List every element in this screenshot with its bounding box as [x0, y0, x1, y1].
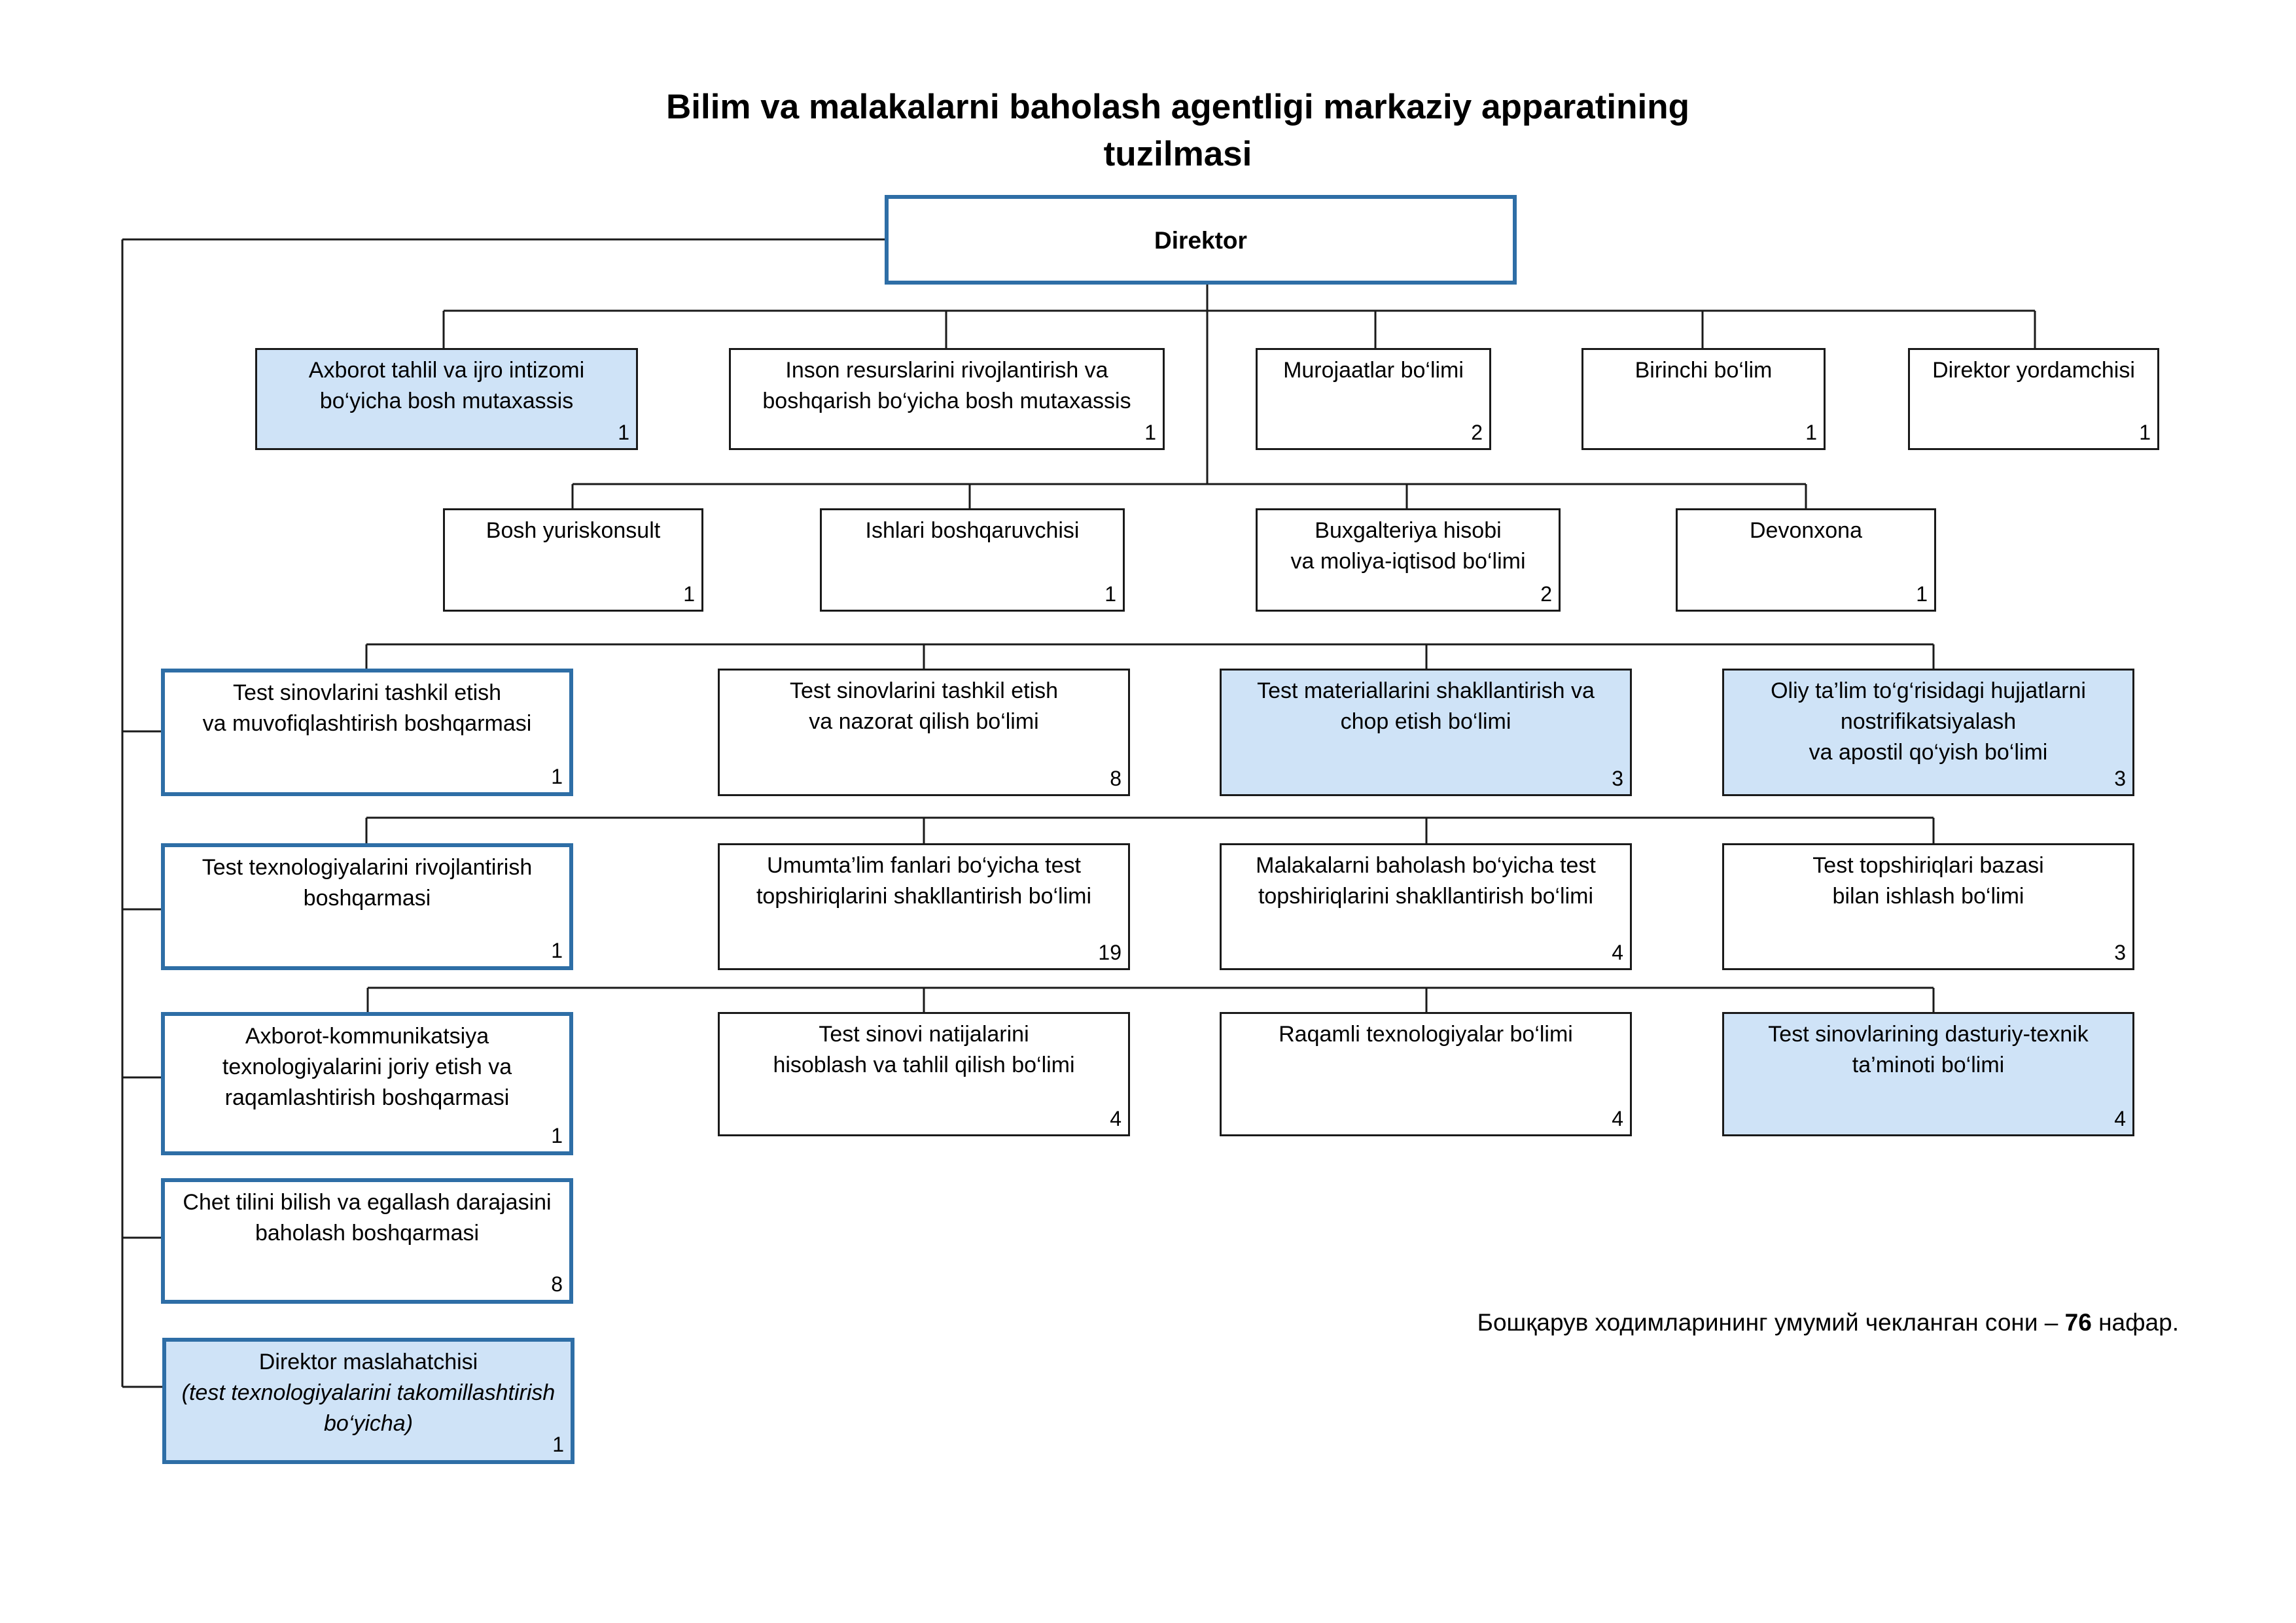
staff-count: 1 — [551, 939, 563, 962]
director-box: Direktor — [885, 195, 1517, 285]
box-name: Test texnologiyalarini rivojlantirish bo… — [202, 855, 533, 911]
box-name: Ishlari boshqaruvchisi — [865, 518, 1080, 543]
staff-count: 1 — [551, 1124, 563, 1147]
staff-count: 3 — [1612, 767, 1623, 790]
staff-count: 4 — [2114, 1107, 2126, 1130]
box-name: Raqamli texnologiyalar bo‘limi — [1279, 1022, 1573, 1047]
title-line-2: tuzilmasi — [1103, 135, 1252, 173]
staff-count: 4 — [1110, 1107, 1122, 1130]
box-name: Malakalarni baholash bo‘yicha test topsh… — [1256, 853, 1596, 909]
box-name: Test topshiriqlari bazasi bilan ishlash … — [1812, 853, 2044, 909]
box-name: Axborot tahlil va ijro intizomi bo‘yicha… — [308, 358, 585, 413]
box-test-technology-administration: Test texnologiyalarini rivojlantirish bo… — [161, 843, 573, 970]
box-name: Direktor maslahatchisi — [258, 1350, 478, 1374]
staff-count: 1 — [552, 1433, 564, 1456]
box-ict-administration: Axborot-kommunikatsiya texnologiyalarini… — [161, 1012, 573, 1155]
box-name: Test sinovi natijalarini hisoblash va ta… — [773, 1022, 1075, 1077]
box-name: Oliy ta’lim to‘g‘risidagi hujjatlarni no… — [1771, 678, 2086, 765]
staff-count: 19 — [1098, 941, 1122, 964]
box-name: Test materiallarini shakllantirish va ch… — [1257, 678, 1595, 734]
box-accounting-department: Buxgalteriya hisobi va moliya-iqtisod bo… — [1256, 508, 1561, 612]
box-name: Devonxona — [1749, 518, 1862, 543]
staff-count: 1 — [2139, 421, 2151, 444]
staff-count: 4 — [1612, 941, 1623, 964]
staff-count: 1 — [618, 421, 629, 444]
box-digital-technologies-department: Raqamli texnologiyalar bo‘limi 4 — [1220, 1012, 1632, 1136]
box-name: Buxgalteriya hisobi va moliya-iqtisod bo… — [1290, 518, 1526, 574]
box-software-support-department: Test sinovlarining dasturiy-texnik ta’mi… — [1722, 1012, 2134, 1136]
box-foreign-language-assessment-administration: Chet tilini bilish va egallash darajasin… — [161, 1178, 573, 1304]
staff-count: 1 — [551, 765, 563, 788]
box-test-control-department: Test sinovlarini tashkil etish va nazora… — [718, 669, 1130, 796]
staff-count: 1 — [683, 582, 695, 606]
box-test-results-department: Test sinovi natijalarini hisoblash va ta… — [718, 1012, 1130, 1136]
box-information-analysis-specialist: Axborot tahlil va ijro intizomi bo‘yicha… — [255, 348, 638, 450]
staff-count: 1 — [1916, 582, 1928, 606]
box-name: Umumta’lim fanlari bo‘yicha test topshir… — [756, 853, 1092, 909]
note-suffix: нафар. — [2091, 1309, 2179, 1336]
box-director-assistant: Direktor yordamchisi 1 — [1908, 348, 2159, 450]
director-label: Direktor — [1154, 227, 1247, 254]
box-name: Inson resurslarini rivojlantirish va bos… — [762, 358, 1131, 413]
title-line-1: Bilim va malakalarni baholash agentligi … — [665, 88, 1690, 126]
box-test-organization-administration: Test sinovlarini tashkil etish va muvofi… — [161, 669, 573, 796]
staff-count: 1 — [1805, 421, 1817, 444]
box-office-manager: Ishlari boshqaruvchisi 1 — [820, 508, 1125, 612]
box-name: Bosh yuriskonsult — [486, 518, 661, 543]
box-test-database-department: Test topshiriqlari bazasi bilan ishlash … — [1722, 843, 2134, 970]
box-hr-specialist: Inson resurslarini rivojlantirish va bos… — [729, 348, 1165, 450]
staff-count: 3 — [2114, 767, 2126, 790]
box-name: Birinchi bo‘lim — [1634, 358, 1773, 383]
box-chancellery: Devonxona 1 — [1676, 508, 1936, 612]
box-general-education-tests-department: Umumta’lim fanlari bo‘yicha test topshir… — [718, 843, 1130, 970]
staff-count: 3 — [2114, 941, 2126, 964]
page-title: Bilim va malakalarni baholash agentligi … — [589, 84, 1767, 178]
box-subtitle: (test texnologiyalarini takomillashtiris… — [181, 1380, 556, 1436]
staff-count: 2 — [1540, 582, 1552, 606]
box-director-advisor: Direktor maslahatchisi (test texnologiya… — [162, 1338, 574, 1464]
box-first-department: Birinchi bo‘lim 1 — [1581, 348, 1826, 450]
box-skills-assessment-tests-department: Malakalarni baholash bo‘yicha test topsh… — [1220, 843, 1632, 970]
staff-count: 1 — [1104, 582, 1116, 606]
staff-count: 4 — [1612, 1107, 1623, 1130]
box-name: Test sinovlarining dasturiy-texnik ta’mi… — [1768, 1022, 2089, 1077]
box-appeals-department: Murojaatlar bo‘limi 2 — [1256, 348, 1491, 450]
box-name: Test sinovlarini tashkil etish va muvofi… — [202, 680, 532, 736]
total-staff-note: Бошқарув ходимларининг умумий чекланган … — [1368, 1307, 2179, 1338]
box-name: Direktor yordamchisi — [1932, 358, 2135, 383]
box-test-materials-department: Test materiallarini shakllantirish va ch… — [1220, 669, 1632, 796]
box-chief-legal-counsel: Bosh yuriskonsult 1 — [443, 508, 703, 612]
box-nostrification-department: Oliy ta’lim to‘g‘risidagi hujjatlarni no… — [1722, 669, 2134, 796]
note-prefix: Бошқарув ходимларининг умумий чекланган … — [1477, 1309, 2065, 1336]
box-name: Murojaatlar bo‘limi — [1283, 358, 1464, 383]
staff-count: 8 — [551, 1272, 563, 1296]
box-name: Axborot-kommunikatsiya texnologiyalarini… — [222, 1024, 512, 1110]
staff-count: 1 — [1144, 421, 1156, 444]
box-name: Chet tilini bilish va egallash darajasin… — [183, 1190, 552, 1246]
box-name: Test sinovlarini tashkil etish va nazora… — [789, 678, 1059, 734]
staff-count: 8 — [1110, 767, 1122, 790]
note-number: 76 — [2064, 1309, 2092, 1336]
staff-count: 2 — [1471, 421, 1483, 444]
